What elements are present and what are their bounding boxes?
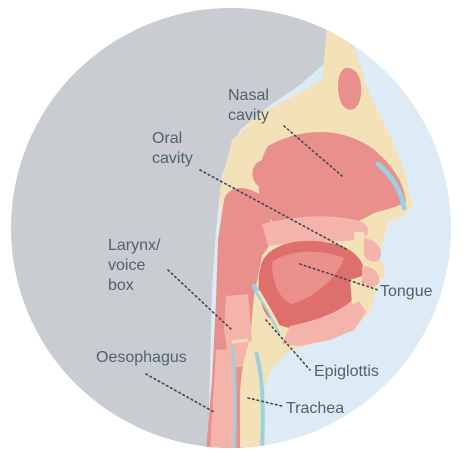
label-tongue: Tongue bbox=[380, 283, 433, 300]
label-larynx-line-1: Larynx/ bbox=[108, 237, 161, 254]
label-oral-cavity-line-2: cavity bbox=[152, 150, 193, 167]
label-oesophagus: Oesophagus bbox=[96, 349, 187, 366]
lower-teeth bbox=[350, 276, 364, 304]
label-oral-cavity-line-1: Oral bbox=[152, 130, 182, 147]
label-oesophagus-line-1: Oesophagus bbox=[96, 349, 187, 366]
label-larynx-line-3: box bbox=[108, 277, 134, 294]
vocal-fold bbox=[232, 340, 248, 342]
label-trachea: Trachea bbox=[286, 400, 344, 417]
label-epiglottis-line-1: Epiglottis bbox=[314, 363, 379, 380]
label-nasal-cavity-line-1: Nasal bbox=[228, 87, 269, 104]
label-trachea-line-1: Trachea bbox=[286, 400, 344, 417]
label-epiglottis: Epiglottis bbox=[314, 363, 379, 380]
label-larynx-line-2: voice bbox=[108, 257, 145, 274]
label-tongue-line-1: Tongue bbox=[380, 283, 433, 300]
label-nasal-cavity-line-2: cavity bbox=[228, 107, 269, 124]
